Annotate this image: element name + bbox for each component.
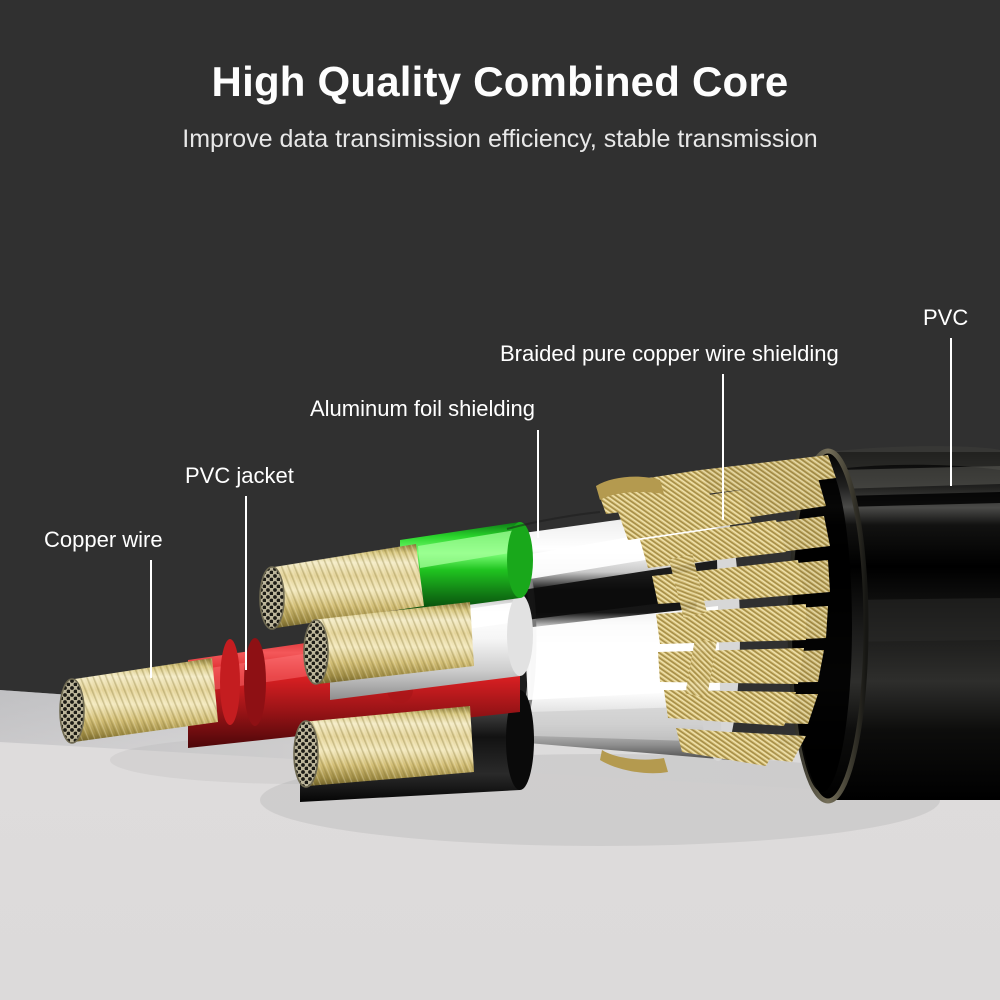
- braided-copper-shield-front: [596, 470, 806, 774]
- leader-line-pvc: [950, 338, 952, 486]
- label-braided-copper-shielding: Braided pure copper wire shielding: [500, 341, 839, 366]
- inner-wire-green: [400, 522, 533, 614]
- copper-bundle-green: [259, 544, 424, 630]
- page-title: High Quality Combined Core: [211, 58, 789, 105]
- label-copper-wire: Copper wire: [44, 527, 163, 552]
- copper-bundle-red: [59, 658, 218, 744]
- leader-line-copper-wire: [150, 560, 152, 678]
- label-aluminum-foil-shielding: Aluminum foil shielding: [310, 396, 535, 421]
- label-pvc-jacket: PVC jacket: [185, 463, 294, 488]
- copper-bundle-white: [303, 602, 474, 685]
- leader-line-aluminum-foil-shielding: [537, 430, 539, 538]
- label-pvc: PVC: [923, 305, 969, 330]
- copper-bundle-black: [293, 706, 474, 788]
- leader-line-braided-copper-shielding: [722, 374, 724, 520]
- page-subtitle: Improve data transimission efficiency, s…: [182, 125, 818, 153]
- leader-line-pvc-jacket: [245, 496, 247, 670]
